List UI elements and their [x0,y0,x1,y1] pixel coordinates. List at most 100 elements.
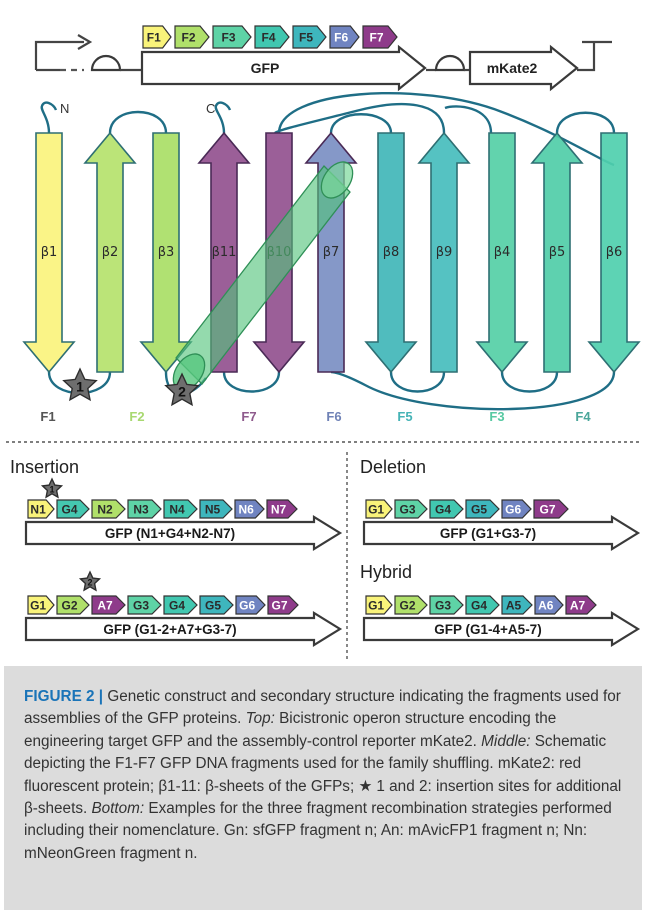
construct-4-fragment-6-shape [565,595,597,615]
mkate2-gene-arrow [468,44,579,92]
rbs-1 [90,54,122,72]
construct-4-fragment-1: G2 [394,595,428,615]
construct-3-fragment-7-label: G7 [271,599,287,613]
strand-b4: β4 [475,132,529,374]
alpha-helix-top-cap [320,161,354,199]
construct-4-fragment-1-label: G2 [399,599,415,613]
construct-1-fragment-7: N7 [266,499,298,519]
construct-3-fragment-3-label: G3 [133,599,149,613]
construct-3-fragment-3-shape [127,595,162,615]
strand-b1-shape [22,132,76,374]
construct-3-fragment-0-label: G1 [30,599,46,613]
strand-b2: β2 [83,131,137,373]
strand-b6-label: β6 [606,245,623,260]
construct-3-insertion-star-label: 2 [87,577,92,587]
n-terminus-label: N [60,101,69,116]
loop-connections [40,92,616,411]
strand-b3: β3 [139,132,193,374]
construct-3-fragment-4-label: G4 [169,599,185,613]
strand-b8-label: β8 [383,245,400,260]
insertion-site-1-star-shape [62,367,98,402]
gfp-gene-arrow [140,44,427,92]
construct-1-fragment-4-shape [163,499,198,519]
loop-b8-b9 [389,371,446,393]
caption-background [4,666,642,910]
strand-b9-label: β9 [436,245,453,260]
loop-n-terminus [40,101,58,134]
construct-4-fragment-0-label: G1 [368,599,384,613]
strand-b3-label: β3 [158,245,175,260]
construct-2-fragment-2-shape [429,499,464,519]
construct-4-fragment-3: G4 [465,595,500,615]
operon-fragment-f4: F4 [254,25,290,49]
construct-3-fragment-1-shape [56,595,90,615]
construct-1-fragment-7-label: N7 [271,503,287,517]
construct-3-fragment-0: G1 [27,595,55,615]
strand-b8-shape [364,132,418,374]
construct-3-insertion-star-shape [78,570,102,592]
strand-b2-shape [83,131,137,373]
construct-3-fragment-1: G2 [56,595,90,615]
operon-fragment-f6-shape [329,25,360,49]
strand-b11-label: β11 [212,245,237,260]
construct-1-insertion-star: 1 [40,477,64,499]
construct-1-fragment-2: N2 [91,499,126,519]
promoter-line [34,40,84,70]
construct-2-fragment-5-label: G7 [539,503,555,517]
construct-1-fragment-5-shape [199,499,233,519]
operon-fragment-f1: F1 [142,25,172,49]
construct-1-fragment-1-label: G4 [61,503,77,517]
strand-b1-label: β1 [41,245,58,260]
construct-2-fragment-2: G4 [429,499,464,519]
construct-2-fragment-3-label: G5 [471,503,487,517]
construct-1-fragment-3-label: N3 [133,503,149,517]
loop-b7-b8 [329,113,393,134]
construct-3-fragment-7-shape [267,595,299,615]
construct-1-fragment-0-shape [27,499,55,519]
strand-b5-label: β5 [549,245,566,260]
construct-4-fragment-2: G3 [429,595,464,615]
operon-fragment-f6: F6 [329,25,360,49]
construct-2-fragment-4-label: G6 [505,503,521,517]
construct-3-fragment-4-shape [163,595,198,615]
operon-fragment-f1-shape [142,25,172,49]
insertion-site-2-star-label: 2 [178,383,186,399]
promoter-arrowhead [77,34,93,50]
strand-b7-label: β7 [323,245,340,260]
construct-4-fragment-6: A7 [565,595,597,615]
strand-b5-shape [530,131,584,373]
construct-2-label: GFP (G1+G3-7) [440,526,536,541]
section-dividers [6,441,642,660]
strategy-title-deletion: Deletion [360,457,426,477]
construct-1-fragment-4: N4 [163,499,198,519]
structure-fragment-f1: F1 [40,409,55,424]
construct-1-insertion-star-shape [40,477,64,499]
construct-4-fragment-4-label: A5 [506,599,522,613]
construct-3-fragment-6: G6 [235,595,266,615]
construct-3-fragment-6-label: G6 [239,599,255,613]
caption-text-3: Schematic depicting the F1-F7 GFP DNA fr… [24,732,622,818]
terminator-icon [577,40,612,72]
loop-b10-b4-crossing [277,92,615,167]
construct-1-fragment-5: N5 [199,499,233,519]
loop-b9-b10 [274,102,446,134]
strand-b6: β6 [587,132,641,374]
strand-b4-shape [475,132,529,374]
structure-fragment-f2: F2 [129,409,144,424]
strand-b6-shape [587,132,641,374]
loop-b5-b6 [555,111,616,134]
loop-b2-b3 [108,110,168,134]
construct-3-fragment-5-label: G5 [205,599,221,613]
construct-1-fragment-0: N1 [27,499,55,519]
construct-3-fragment-2: A7 [91,595,126,615]
loop-b4-b5 [500,371,559,393]
construct-3-fragment-1-label: G2 [61,599,77,613]
construct-2-fragment-0-shape [365,499,393,519]
construct-2-fragment-3: G5 [465,499,500,519]
